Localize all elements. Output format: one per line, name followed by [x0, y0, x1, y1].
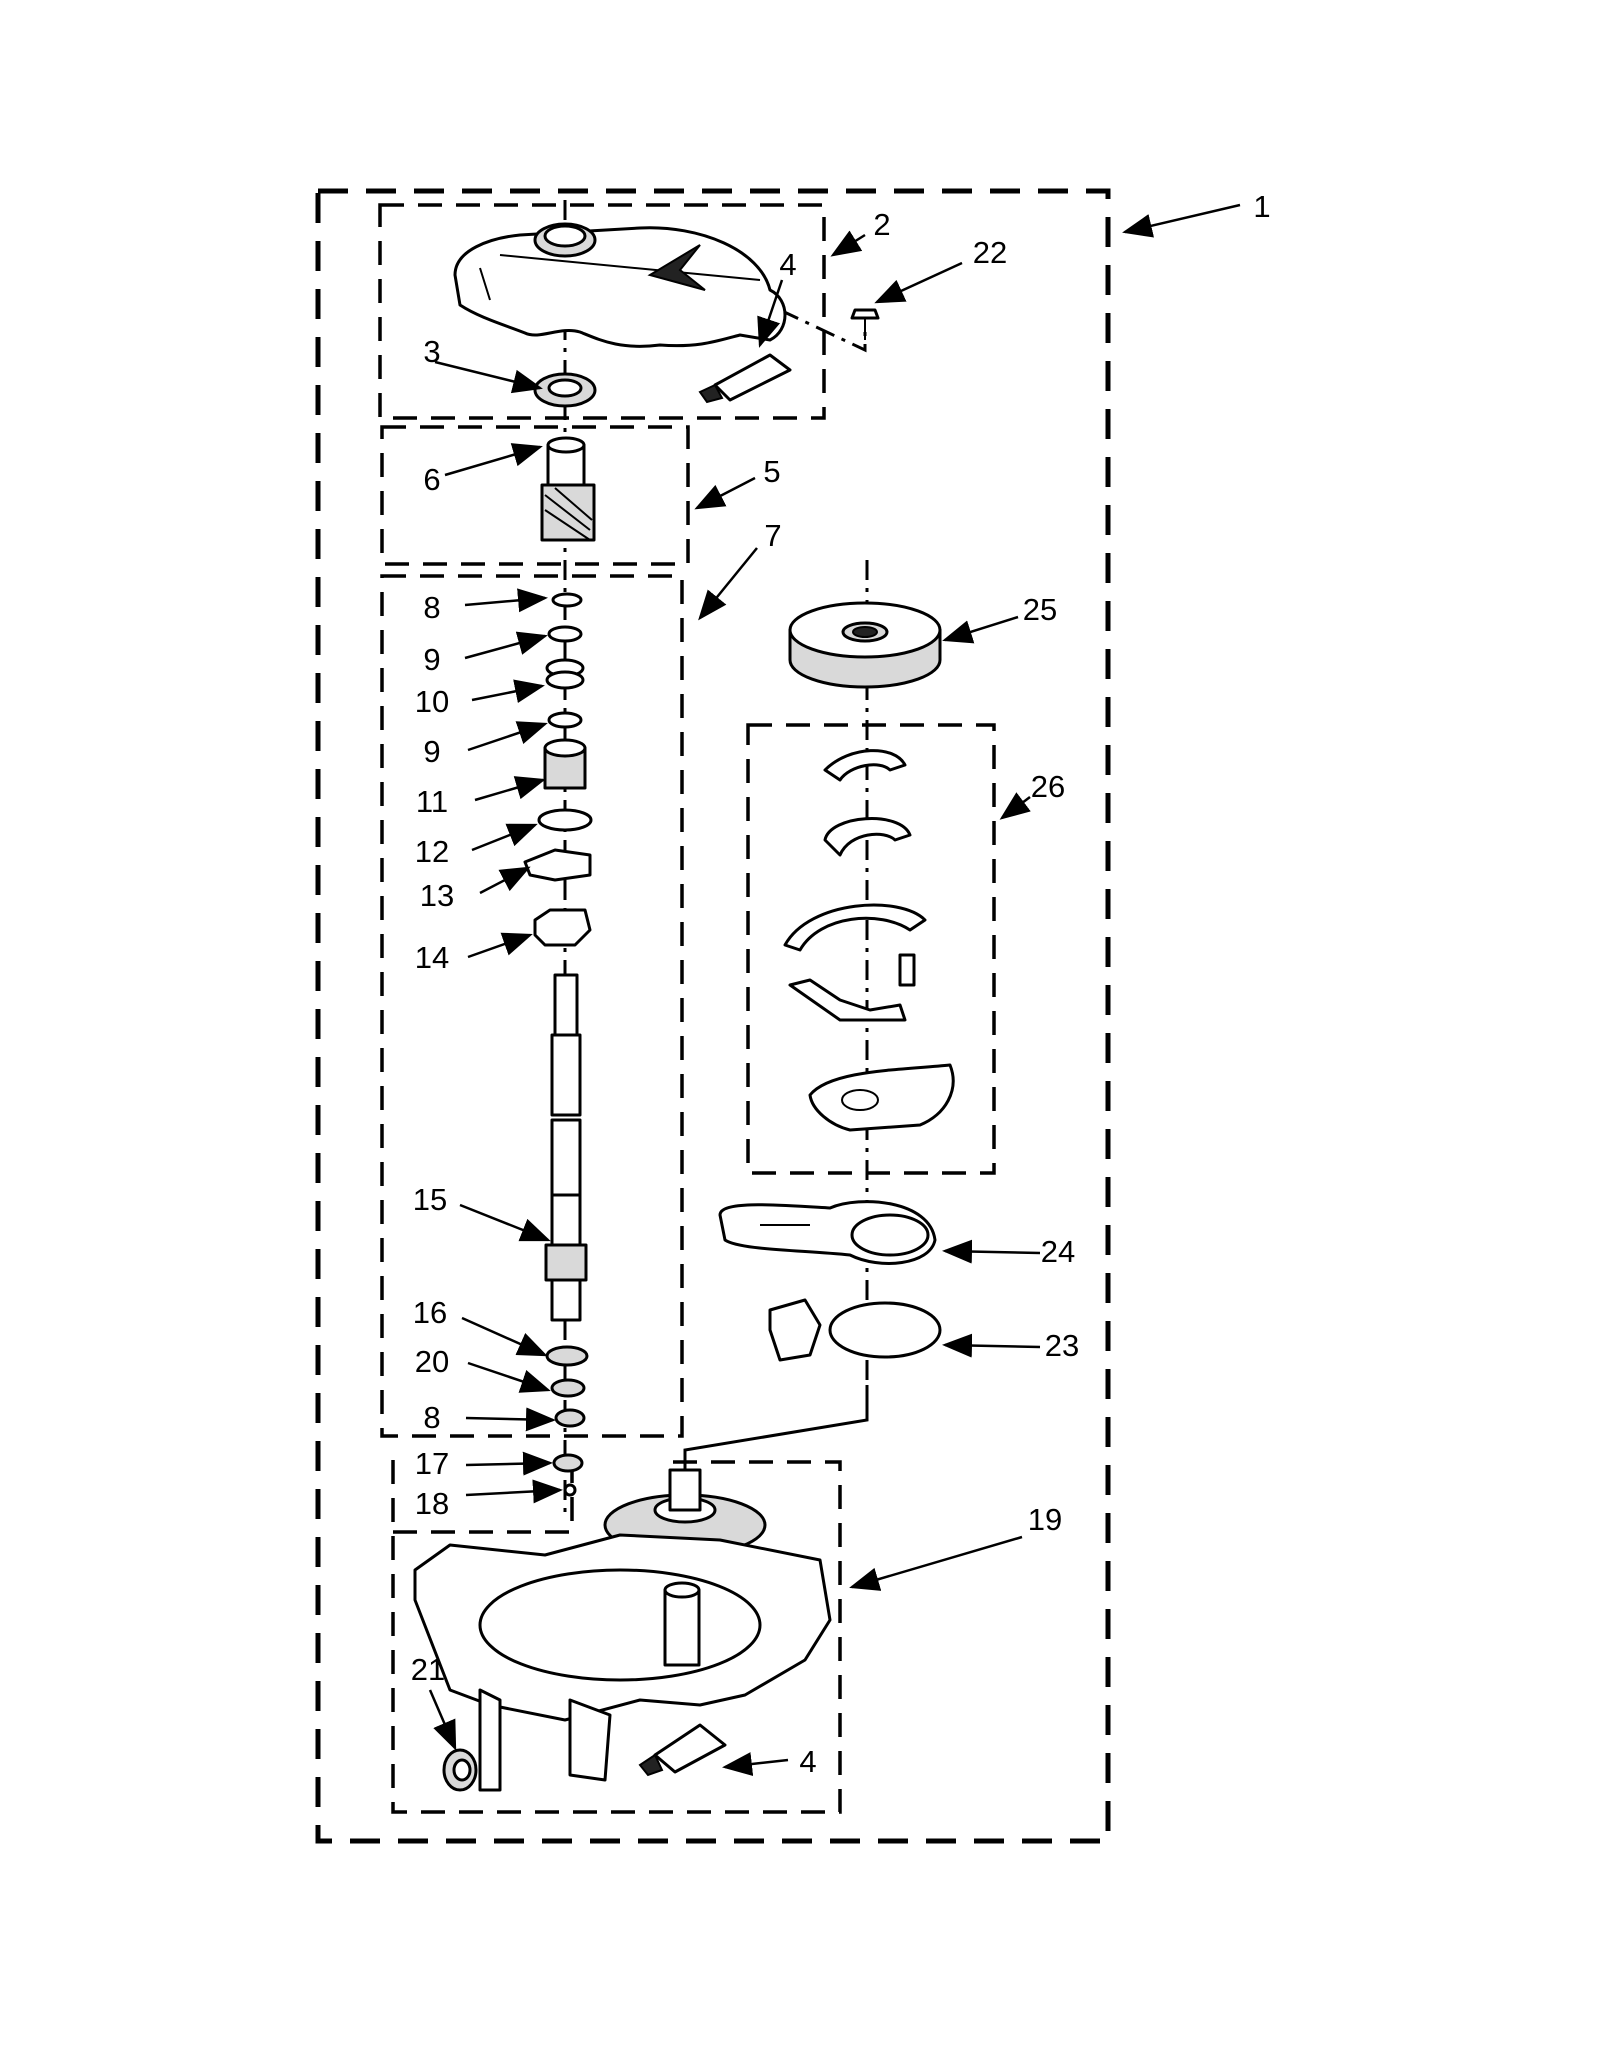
shift-assembly-26: [783, 749, 955, 1132]
callout-4-bottom: 4: [799, 1744, 816, 1779]
leader-lines: [428, 203, 1241, 1776]
callout-labels: 1 2 3 4 22 5 6 7 8 9 10 9 11 12 13 14 15…: [411, 189, 1271, 1779]
callout-10: 10: [415, 684, 449, 719]
callout-6: 6: [423, 462, 440, 497]
ring-16: [545, 1345, 589, 1367]
retainer-23: [768, 1298, 942, 1362]
callout-8-bottom: 8: [423, 1400, 440, 1435]
callout-9-bottom: 9: [423, 734, 440, 769]
seal-21: [442, 1748, 478, 1792]
callout-21: 21: [411, 1652, 445, 1687]
callout-12: 12: [415, 834, 449, 869]
gearcase-base-19: [413, 1468, 832, 1792]
subassembly-box-19: [391, 1460, 842, 1814]
seal-part: [533, 372, 597, 408]
washer-17: [552, 1453, 584, 1473]
washer-9-top: [547, 625, 583, 643]
subassembly-box-26: [746, 723, 996, 1175]
callout-19: 19: [1028, 1502, 1062, 1537]
callout-9-top: 9: [423, 642, 440, 677]
subassembly-box-5: [380, 425, 690, 566]
drive-shaft-15: [544, 973, 588, 1322]
ring-8-bottom: [554, 1408, 586, 1428]
callout-1: 1: [1253, 189, 1270, 224]
callout-20: 20: [415, 1344, 449, 1379]
callout-5: 5: [763, 454, 780, 489]
grease-tube-part-bottom: [638, 1723, 727, 1777]
screw-part: [850, 308, 880, 340]
washer-9-bottom: [547, 711, 583, 729]
assembly-box-1: [315, 188, 1111, 1844]
callout-2: 2: [873, 207, 890, 242]
callout-22: 22: [973, 235, 1007, 270]
drive-gear-25: [788, 601, 942, 689]
ball-18: [563, 1483, 577, 1497]
pinion-gear-11: [543, 738, 587, 790]
grease-tube-part-top: [698, 353, 792, 404]
callout-18: 18: [415, 1486, 449, 1521]
screw-axis: [779, 308, 867, 353]
callout-23: 23: [1045, 1328, 1079, 1363]
callout-8-top: 8: [423, 590, 440, 625]
washer-20: [550, 1378, 586, 1398]
callout-14: 14: [415, 940, 449, 975]
callout-25: 25: [1023, 592, 1057, 627]
subassembly-box-7: [380, 574, 684, 1438]
ring-8-top: [551, 592, 583, 608]
callout-16: 16: [413, 1295, 447, 1330]
cam-13: [523, 848, 592, 882]
callout-13: 13: [420, 878, 454, 913]
callout-24: 24: [1041, 1234, 1075, 1269]
washer-12: [537, 808, 593, 832]
callout-11: 11: [416, 784, 448, 819]
callout-26: 26: [1031, 769, 1065, 804]
gearcase-cover-part: [453, 222, 787, 348]
callout-3: 3: [423, 334, 440, 369]
drive-pinion-part: [540, 436, 596, 542]
callout-7: 7: [764, 518, 781, 553]
shift-lever-24: [718, 1200, 937, 1265]
callout-17: 17: [415, 1446, 449, 1481]
shifter-14: [533, 908, 592, 947]
spring-10: [545, 658, 585, 690]
callout-4-top: 4: [779, 247, 796, 282]
subassembly-box-2: [378, 203, 826, 420]
callout-15: 15: [413, 1182, 447, 1217]
gear-axis-connector: [683, 1385, 869, 1480]
